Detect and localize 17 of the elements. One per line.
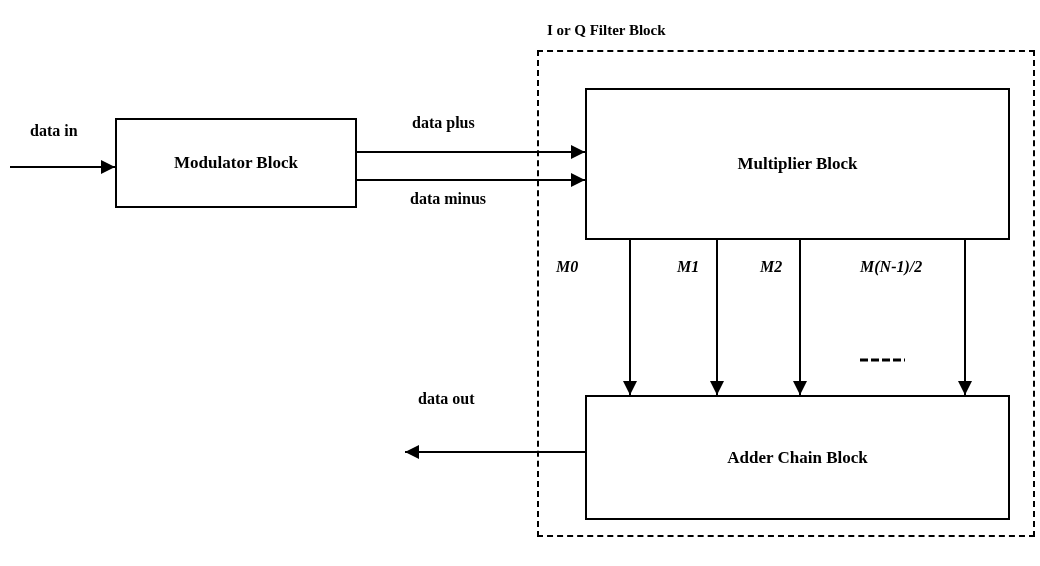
edge-label: M(N-1)/2 <box>860 258 923 276</box>
group-heading: I or Q Filter Block <box>547 22 666 39</box>
block-label: Modulator Block <box>174 153 298 173</box>
arrow <box>958 239 972 396</box>
arrow <box>9 160 116 174</box>
block-label: Multiplier Block <box>737 154 858 174</box>
block-label: Adder Chain Block <box>727 447 868 468</box>
arrow <box>356 145 586 159</box>
block-box <box>115 118 357 208</box>
arrow <box>404 445 586 459</box>
block-box <box>585 395 1010 520</box>
arrow <box>623 239 637 396</box>
arrow <box>710 239 724 396</box>
block-box <box>585 88 1010 240</box>
arrow <box>793 239 807 396</box>
arrow <box>356 173 586 187</box>
edge-label: data plus <box>412 114 475 132</box>
